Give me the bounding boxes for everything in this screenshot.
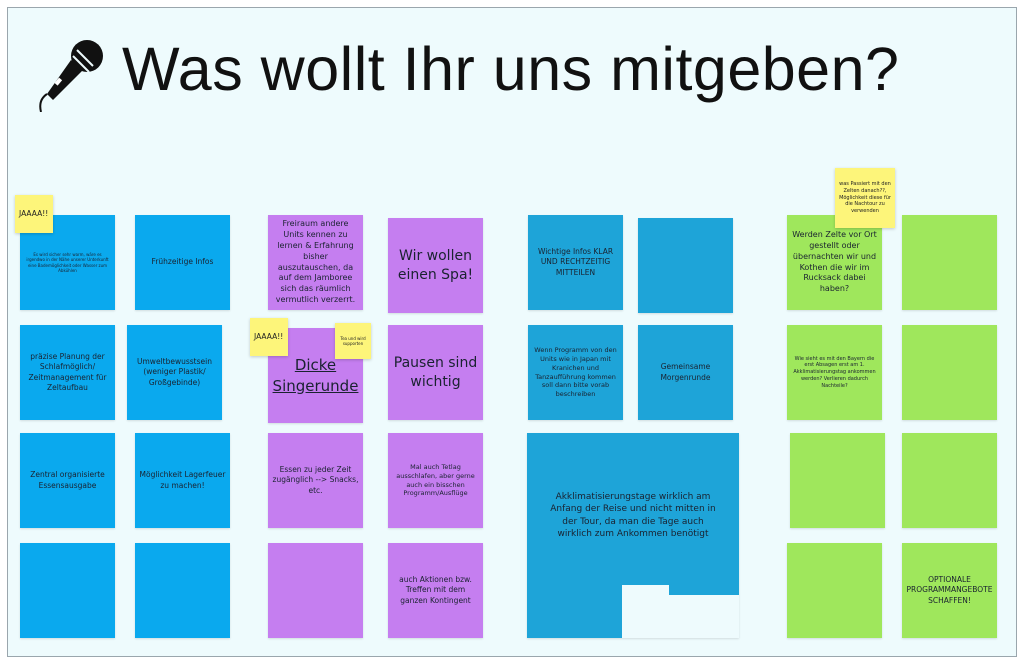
note-gap: [669, 595, 739, 638]
sticky-note[interactable]: Wie sieht es mit den Bayern die erst Abs…: [787, 325, 882, 420]
note-text: Mal auch Tetlag ausschlafen, aber gerne …: [396, 462, 475, 498]
note-text: Wenn Programm von den Units wie in Japan…: [534, 346, 617, 399]
sticky-note[interactable]: Essen zu jeder Zeit zugänglich --> Snack…: [268, 433, 363, 528]
sticky-note[interactable]: Wenn Programm von den Units wie in Japan…: [528, 325, 623, 420]
note-text: Zentral organisierte Essensausgabe: [30, 470, 105, 490]
sticky-note[interactable]: [20, 543, 115, 638]
sticky-note[interactable]: [902, 433, 997, 528]
sticky-text: JAAAA!!: [254, 331, 284, 341]
sticky-note[interactable]: Mal auch Tetlag ausschlafen, aber gerne …: [388, 433, 483, 528]
sticky-note[interactable]: [135, 543, 230, 638]
sticky-note[interactable]: [268, 543, 363, 638]
sticky-note[interactable]: [902, 325, 997, 420]
sticky-note[interactable]: Frühzeitige Infos: [135, 215, 230, 310]
sticky-text: JAAAA!!: [19, 208, 49, 218]
note-text: Frühzeitige Infos: [151, 257, 214, 267]
note-text: Umweltbewusstsein (weniger Plastik/ Groß…: [137, 357, 212, 387]
yellow-comment-sticky[interactable]: JAAAA!!: [250, 318, 288, 356]
sticky-note[interactable]: [790, 433, 885, 528]
sticky-text: was Passiert mit den Zelten danach??, Mö…: [839, 181, 891, 215]
sticky-note[interactable]: auch Aktionen bzw. Treffen mit dem ganze…: [388, 543, 483, 638]
sticky-text: Tea und wird supporten: [340, 335, 366, 346]
sticky-note[interactable]: [638, 218, 733, 313]
note-text: Werden Zelte vor Ort gestellt oder übern…: [792, 230, 877, 294]
sticky-note[interactable]: OPTIONALE PROGRAMMANGEBOTE SCHAFFEN!: [902, 543, 997, 638]
note-text: auch Aktionen bzw. Treffen mit dem ganze…: [399, 575, 472, 605]
sticky-note[interactable]: [787, 543, 882, 638]
note-text: Wir wollen einen Spa!: [397, 247, 474, 283]
note-text: Möglichkeit Lagerfeuer zu machen!: [139, 470, 226, 490]
yellow-comment-sticky[interactable]: was Passiert mit den Zelten danach??, Mö…: [835, 168, 895, 228]
note-gap: [622, 585, 669, 638]
sticky-note[interactable]: Zentral organisierte Essensausgabe: [20, 433, 115, 528]
sticky-note[interactable]: Werden Zelte vor Ort gestellt oder übern…: [787, 215, 882, 310]
note-text: Wichtige Infos KLAR UND RECHTZEITIG MITT…: [537, 247, 614, 277]
note-text: Pausen sind wichtig: [393, 354, 478, 390]
sticky-note[interactable]: [902, 215, 997, 310]
sticky-note[interactable]: Wichtige Infos KLAR UND RECHTZEITIG MITT…: [528, 215, 623, 310]
note-text: Freiraum andere Units kennen zu lernen &…: [275, 219, 356, 304]
note-text: präzise Planung der Schlafmöglich/ Zeitm…: [28, 352, 107, 392]
microphone-icon: [39, 40, 103, 112]
note-text: Dicke Singerunde: [272, 356, 359, 395]
note-text: OPTIONALE PROGRAMMANGEBOTE SCHAFFEN!: [906, 575, 993, 605]
note-text: Gemeinsame Morgenrunde: [660, 362, 711, 382]
sticky-note[interactable]: Freiraum andere Units kennen zu lernen &…: [268, 215, 363, 310]
note-text: Akklimatisierungstage wirklich am Anfang…: [550, 492, 716, 539]
yellow-comment-sticky[interactable]: JAAAA!!: [15, 195, 53, 233]
note-text: Es wird sicher sehr warm, wäre es irgend…: [26, 251, 109, 273]
sticky-note[interactable]: Wir wollen einen Spa!: [388, 218, 483, 313]
sticky-note[interactable]: Umweltbewusstsein (weniger Plastik/ Groß…: [127, 325, 222, 420]
note-text: Essen zu jeder Zeit zugänglich --> Snack…: [272, 465, 359, 495]
yellow-comment-sticky[interactable]: Tea und wird supporten: [335, 323, 371, 359]
page-title: Was wollt Ihr uns mitgeben?: [122, 35, 900, 103]
sticky-note[interactable]: Möglichkeit Lagerfeuer zu machen!: [135, 433, 230, 528]
sticky-note[interactable]: Pausen sind wichtig: [388, 325, 483, 420]
sticky-note[interactable]: präzise Planung der Schlafmöglich/ Zeitm…: [20, 325, 115, 420]
note-text: Wie sieht es mit den Bayern die erst Abs…: [793, 355, 876, 389]
sticky-note[interactable]: Gemeinsame Morgenrunde: [638, 325, 733, 420]
